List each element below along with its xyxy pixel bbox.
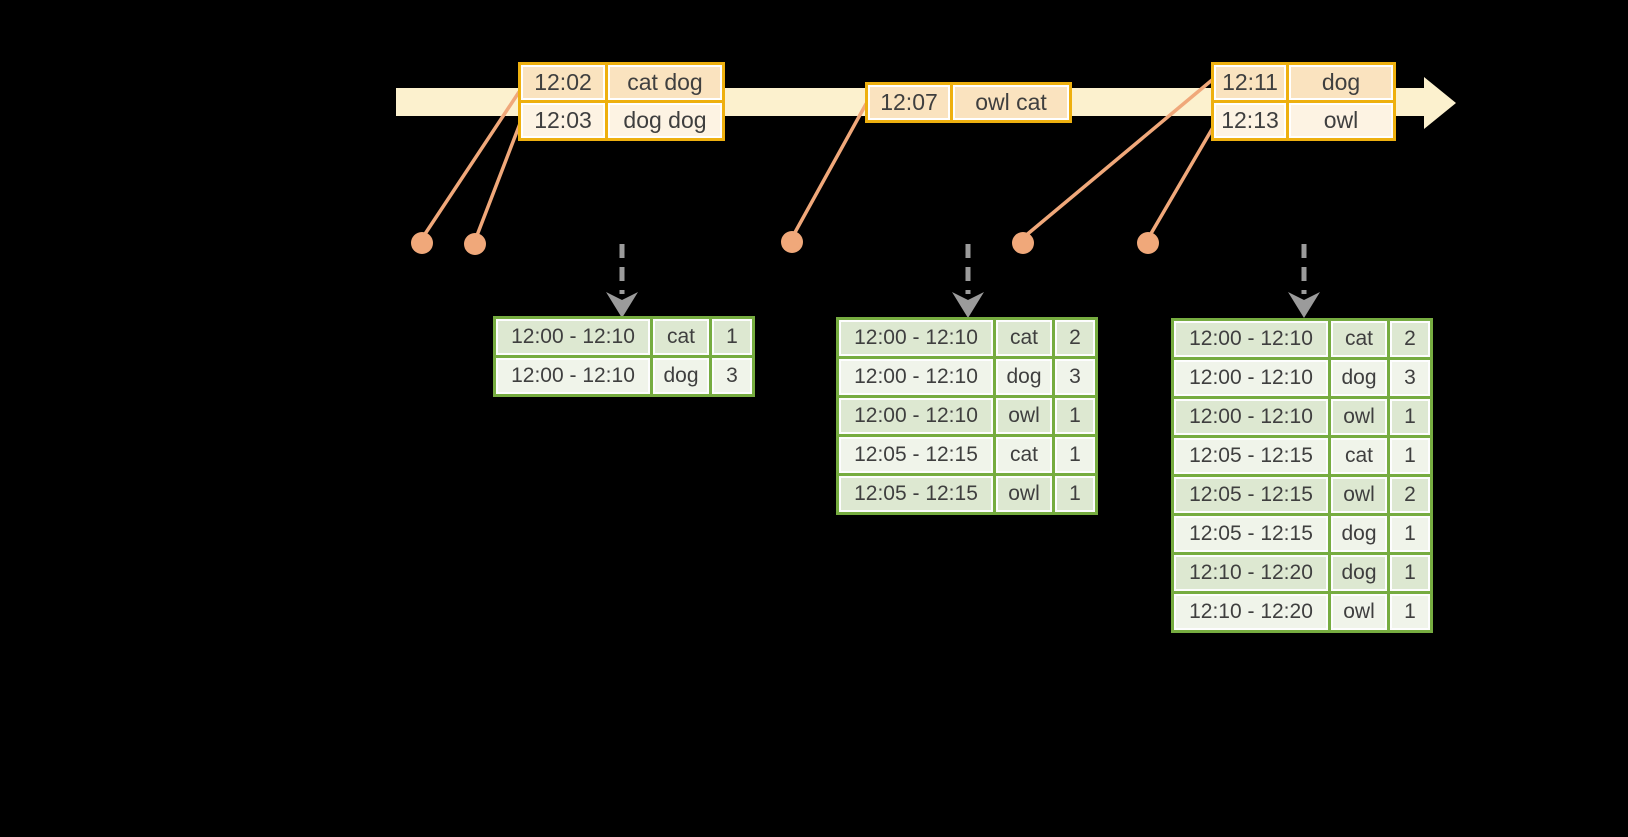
event-dot-icon — [464, 233, 486, 255]
word-cell: dog — [1331, 555, 1387, 591]
result-row: 12:10 - 12:20 dog 1 — [1174, 555, 1430, 591]
word-cell: owl — [1331, 399, 1387, 435]
window-cell: 12:05 - 12:15 — [839, 437, 993, 473]
count-cell: 1 — [1390, 555, 1430, 591]
count-cell: 1 — [712, 319, 752, 355]
window-cell: 12:10 - 12:20 — [1174, 555, 1328, 591]
result-row: 12:00 - 12:10 dog 3 — [839, 359, 1095, 395]
window-cell: 12:00 - 12:10 — [496, 358, 650, 394]
count-cell: 3 — [1390, 360, 1430, 396]
timeline-arrow-icon — [1424, 77, 1456, 129]
count-cell: 3 — [712, 358, 752, 394]
event-connector-line — [1147, 122, 1217, 239]
trigger-arrow-icon — [606, 244, 638, 318]
count-cell: 2 — [1390, 321, 1430, 357]
result-table-1: 12:00 - 12:10 cat 1 12:00 - 12:10 dog 3 — [493, 316, 755, 397]
result-table-3: 12:00 - 12:10 cat 2 12:00 - 12:10 dog 3 … — [1171, 318, 1433, 633]
word-cell: owl — [996, 476, 1052, 512]
event-words: dog — [1289, 65, 1393, 100]
event-words: dog dog — [608, 103, 722, 138]
result-row: 12:00 - 12:10 dog 3 — [1174, 360, 1430, 396]
window-cell: 12:00 - 12:10 — [839, 359, 993, 395]
word-cell: dog — [1331, 360, 1387, 396]
trigger-arrow-icon — [952, 244, 984, 318]
count-cell: 1 — [1055, 398, 1095, 434]
window-cell: 12:00 - 12:10 — [1174, 360, 1328, 396]
event-words: owl cat — [953, 85, 1069, 120]
result-row: 12:00 - 12:10 dog 3 — [496, 358, 752, 394]
word-cell: dog — [996, 359, 1052, 395]
count-cell: 1 — [1055, 437, 1095, 473]
word-cell: dog — [1331, 516, 1387, 552]
word-cell: cat — [653, 319, 709, 355]
word-cell: cat — [1331, 321, 1387, 357]
event-connector-line — [421, 90, 521, 239]
window-cell: 12:05 - 12:15 — [1174, 477, 1328, 513]
count-cell: 1 — [1055, 476, 1095, 512]
window-cell: 12:10 - 12:20 — [1174, 594, 1328, 630]
result-row: 12:00 - 12:10 cat 1 — [496, 319, 752, 355]
event-table-1: 12:02 cat dog 12:03 dog dog — [518, 62, 725, 141]
event-connector-line — [474, 119, 523, 240]
word-cell: cat — [996, 320, 1052, 356]
count-cell: 2 — [1390, 477, 1430, 513]
result-row: 12:10 - 12:20 owl 1 — [1174, 594, 1430, 630]
result-table-2: 12:00 - 12:10 cat 2 12:00 - 12:10 dog 3 … — [836, 317, 1098, 515]
window-cell: 12:05 - 12:15 — [1174, 516, 1328, 552]
event-connector-line — [791, 102, 868, 238]
trigger-arrow-icon — [1288, 244, 1320, 318]
event-connector-line — [1022, 78, 1214, 239]
count-cell: 3 — [1055, 359, 1095, 395]
event-row: 12:13 owl — [1214, 103, 1393, 138]
count-cell: 1 — [1390, 516, 1430, 552]
result-row: 12:05 - 12:15 cat 1 — [839, 437, 1095, 473]
count-cell: 1 — [1390, 438, 1430, 474]
result-row: 12:05 - 12:15 owl 1 — [839, 476, 1095, 512]
event-time: 12:03 — [521, 103, 605, 138]
window-cell: 12:00 - 12:10 — [1174, 399, 1328, 435]
result-row: 12:05 - 12:15 dog 1 — [1174, 516, 1430, 552]
event-dot-icon — [411, 232, 433, 254]
event-row: 12:07 owl cat — [868, 85, 1069, 120]
word-cell: cat — [1331, 438, 1387, 474]
event-dot-icon — [781, 231, 803, 253]
event-dot-icon — [1012, 232, 1034, 254]
window-cell: 12:05 - 12:15 — [839, 476, 993, 512]
window-cell: 12:00 - 12:10 — [839, 398, 993, 434]
count-cell: 1 — [1390, 399, 1430, 435]
event-time: 12:13 — [1214, 103, 1286, 138]
result-row: 12:05 - 12:15 owl 2 — [1174, 477, 1430, 513]
event-row: 12:03 dog dog — [521, 103, 722, 138]
event-time: 12:07 — [868, 85, 950, 120]
event-table-2: 12:07 owl cat — [865, 82, 1072, 123]
result-row: 12:05 - 12:15 cat 1 — [1174, 438, 1430, 474]
event-time: 12:02 — [521, 65, 605, 100]
result-row: 12:00 - 12:10 cat 2 — [839, 320, 1095, 356]
result-row: 12:00 - 12:10 owl 1 — [1174, 399, 1430, 435]
word-cell: cat — [996, 437, 1052, 473]
event-dot-icon — [1137, 232, 1159, 254]
result-row: 12:00 - 12:10 owl 1 — [839, 398, 1095, 434]
word-cell: dog — [653, 358, 709, 394]
event-table-3: 12:11 dog 12:13 owl — [1211, 62, 1396, 141]
event-row: 12:11 dog — [1214, 65, 1393, 100]
word-cell: owl — [1331, 477, 1387, 513]
count-cell: 2 — [1055, 320, 1095, 356]
window-cell: 12:05 - 12:15 — [1174, 438, 1328, 474]
event-words: cat dog — [608, 65, 722, 100]
count-cell: 1 — [1390, 594, 1430, 630]
result-row: 12:00 - 12:10 cat 2 — [1174, 321, 1430, 357]
word-cell: owl — [1331, 594, 1387, 630]
window-cell: 12:00 - 12:10 — [496, 319, 650, 355]
window-cell: 12:00 - 12:10 — [839, 320, 993, 356]
window-cell: 12:00 - 12:10 — [1174, 321, 1328, 357]
event-row: 12:02 cat dog — [521, 65, 722, 100]
word-cell: owl — [996, 398, 1052, 434]
event-words: owl — [1289, 103, 1393, 138]
event-time: 12:11 — [1214, 65, 1286, 100]
